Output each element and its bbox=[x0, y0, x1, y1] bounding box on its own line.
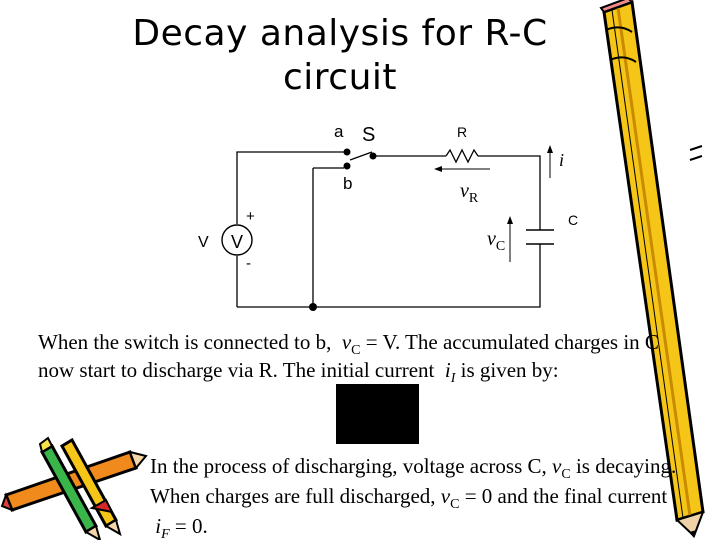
pencil-red-tip bbox=[89, 498, 114, 514]
title-line-1: Decay analysis for R-C bbox=[132, 13, 548, 54]
ground-node bbox=[309, 303, 317, 311]
vc-sub: C bbox=[496, 239, 505, 254]
switch-a-label: a bbox=[334, 122, 344, 141]
voltage-source-label: V bbox=[198, 234, 209, 251]
pencil-decor bbox=[605, 26, 703, 161]
p1-vc-symbol: v bbox=[341, 330, 352, 354]
switch-pivot bbox=[369, 152, 377, 160]
circuit-wires bbox=[236, 148, 541, 308]
p2-text-4: = 0. bbox=[169, 514, 208, 538]
vr-sub: R bbox=[469, 191, 479, 206]
vr-label: vR bbox=[460, 180, 479, 206]
p2-i-symbol: i bbox=[155, 514, 162, 538]
p1-text-1: When the switch is connected to b, bbox=[38, 330, 332, 354]
switch-terminal-a bbox=[343, 148, 351, 156]
pencil-green bbox=[38, 436, 102, 540]
p2-text-1: In the process of discharging, voltage a… bbox=[150, 454, 547, 478]
switch-terminal-b bbox=[343, 162, 351, 170]
p1-vc-sub: C bbox=[351, 343, 361, 358]
p2-vc-sub-1: C bbox=[561, 467, 571, 482]
p2-text-2: is decaying. When charges are full disch… bbox=[150, 454, 677, 508]
voltage-source bbox=[221, 224, 253, 256]
p2-vc-symbol-1: v bbox=[552, 454, 562, 478]
p1-text-3: is given by: bbox=[455, 358, 559, 382]
pencil-body bbox=[599, 0, 705, 538]
p1-i-symbol: i bbox=[444, 358, 451, 382]
vc-label: vC bbox=[487, 228, 505, 254]
plus-sign: + bbox=[246, 208, 255, 225]
vr-main: v bbox=[460, 180, 469, 202]
p1-text-2: = V. The accumulated charges in C now st… bbox=[38, 330, 659, 382]
switch-s-label: S bbox=[362, 124, 375, 146]
current-label: i bbox=[559, 150, 564, 170]
slide-title: Decay analysis for R-C circuit bbox=[100, 12, 580, 100]
switch-b-label: b bbox=[343, 174, 352, 193]
title-line-2: circuit bbox=[282, 57, 398, 98]
paragraph-discharging: In the process of discharging, voltage a… bbox=[150, 453, 690, 543]
pencil-clipart-icon bbox=[599, 0, 705, 538]
capacitor-label: C bbox=[568, 212, 578, 228]
vc-main: v bbox=[487, 228, 496, 250]
p2-i-sub: F bbox=[161, 527, 170, 542]
minus-sign: - bbox=[246, 255, 251, 272]
p1-i-sub: I bbox=[450, 371, 456, 386]
voltage-source-symbol: V bbox=[231, 232, 243, 252]
p2-vc-sub-2: C bbox=[450, 497, 460, 512]
resistor-label: R bbox=[457, 124, 467, 140]
pencils-clipart-icon bbox=[0, 436, 148, 540]
p2-vc-symbol-2: v bbox=[440, 484, 451, 508]
paragraph-switch-b: When the switch is connected to b, vC = … bbox=[38, 330, 678, 386]
rc-circuit-diagram: V V + - a S b R vR i vC C bbox=[198, 122, 578, 311]
p2-text-3: = 0 and the final current bbox=[459, 484, 668, 508]
equation-image-redacted bbox=[336, 384, 419, 444]
